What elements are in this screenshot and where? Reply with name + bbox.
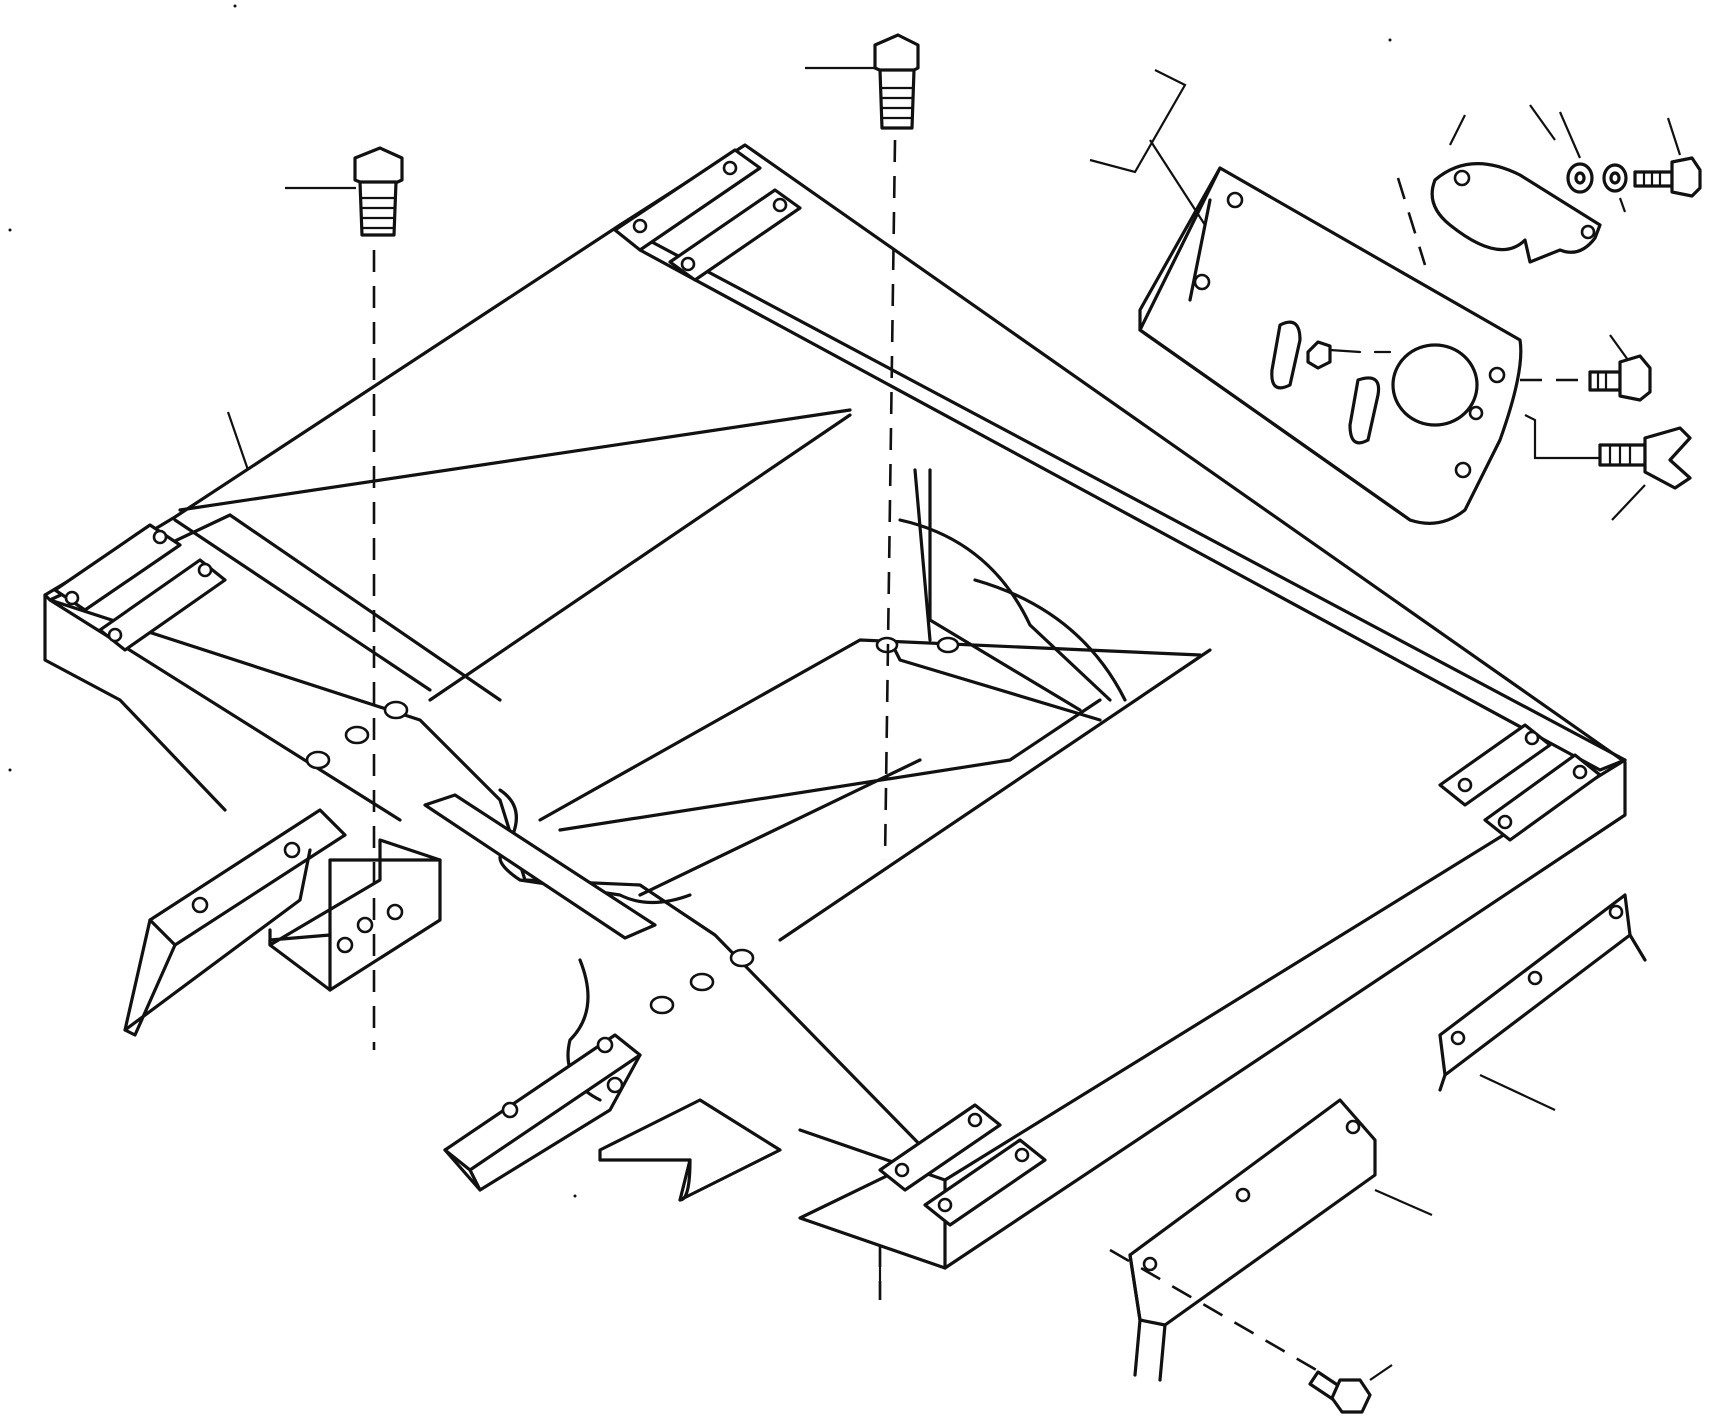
stray-mark [8,228,12,232]
center-crossbar [423,793,657,940]
bracket-leg-right [443,1033,782,1202]
bracket-leg-left [123,808,442,1037]
hinge-bracket [1430,104,1602,264]
wing-bolt [1524,414,1692,521]
stray-mark [573,1194,577,1198]
side-guard-short [1438,893,1647,1111]
leader-cover-plate [1089,69,1206,226]
hinge-washers [1558,111,1628,213]
mounting-bolt-left [285,146,404,1050]
pad-plate-front-right [878,1103,1047,1227]
cover-plate-bolt [1520,334,1652,402]
mounting-bolt-right [805,33,920,861]
guard-bolt [1308,1364,1393,1414]
hinge-centerline [1396,177,1427,266]
side-guard-long [1128,1098,1433,1382]
frame-center-opening [428,413,1212,942]
rear-cover-plate [1138,166,1523,525]
stray-mark [1388,38,1392,42]
pad-plate-rear-right [1438,723,1602,842]
guard-bolt-centerline [1109,1248,1326,1377]
pad-plate-rear-left [613,148,802,282]
leader-frame-left [226,411,250,471]
hinge-bolt [1633,117,1702,198]
cover-plate-round-port [1391,343,1479,427]
frame-bolt-holes [305,636,960,1015]
stray-mark [8,768,12,772]
pad-plate-front-left [53,523,227,652]
stray-mark [233,4,237,8]
